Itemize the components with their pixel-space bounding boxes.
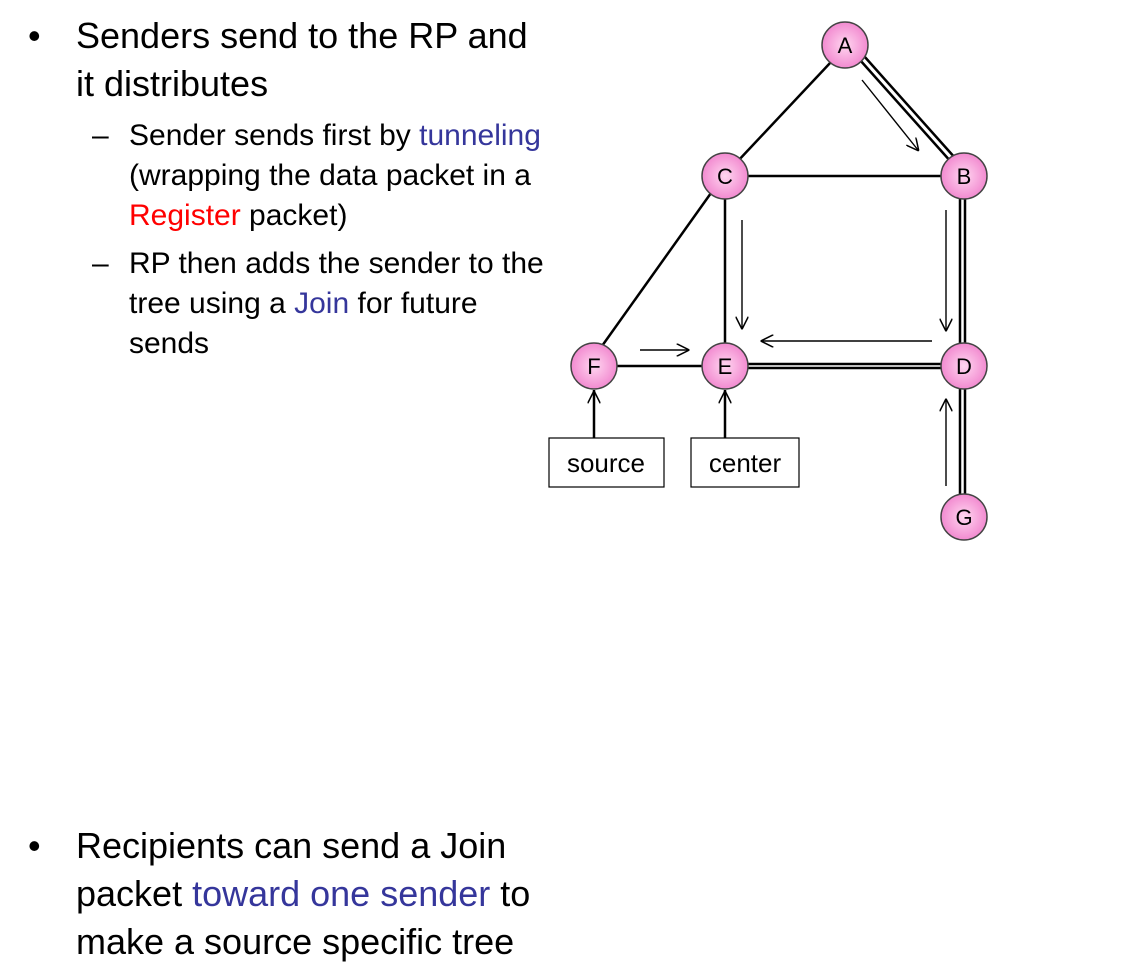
node-d-label: D: [956, 354, 972, 379]
text-run: for future sends: [129, 287, 478, 360]
node-c-label: C: [717, 164, 733, 189]
node-c: C: [701, 152, 749, 200]
highlight-join: Join: [294, 287, 350, 320]
highlight-tunneling: tunneling: [419, 119, 541, 152]
source-box: [548, 437, 665, 488]
node-a-label: A: [838, 33, 853, 58]
bullet-2-text: Recipients can send a Join packet toward…: [76, 822, 546, 966]
sub-bullet-2: – RP then adds the sender to the tree us…: [0, 244, 560, 364]
edge-a-b-2: [863, 55, 957, 160]
center-label: center: [709, 448, 782, 478]
sub-bullet-2-text: RP then adds the sender to the tree usin…: [129, 244, 549, 364]
text-run: (wrapping the data packet in a: [129, 159, 531, 192]
node-f-label: F: [587, 354, 600, 379]
sub-bullet-1: – Sender sends first by tunneling (wrapp…: [0, 116, 560, 236]
arrow-a-to-b: [861, 79, 918, 150]
source-label: source: [567, 448, 645, 478]
bullet-2: • Recipients can send a Join packet towa…: [0, 822, 560, 966]
label-boxes: source center: [548, 437, 800, 488]
bullet-1: • Senders send to the RP and it distribu…: [0, 12, 560, 364]
edge-a-c: [736, 61, 832, 163]
node-g: G: [940, 493, 988, 541]
node-b: B: [940, 152, 988, 200]
node-e: E: [701, 342, 749, 390]
nodes: A C B F E D G: [570, 21, 988, 541]
text-run: Sender sends first by: [129, 119, 420, 152]
node-a: A: [821, 21, 869, 69]
network-diagram: source center A C B F E D: [548, 21, 988, 541]
node-b-label: B: [957, 164, 972, 189]
flow-arrows: [594, 79, 946, 486]
bullet-dot: •: [28, 825, 41, 866]
node-e-label: E: [718, 354, 733, 379]
node-f: F: [570, 342, 618, 390]
text-run: RP then adds the sender to the tree usin…: [129, 247, 544, 320]
text-run: packet): [240, 199, 348, 232]
edge-c-f: [600, 192, 713, 347]
node-g-label: G: [955, 505, 972, 530]
edge-a-b-1: [859, 59, 953, 164]
bullet-dot: •: [28, 15, 41, 56]
sub-bullet-dash: –: [92, 247, 109, 280]
sub-bullet-dash: –: [92, 119, 109, 152]
sub-bullet-1-text: Sender sends first by tunneling (wrappin…: [129, 116, 549, 236]
bullet-1-text: Senders send to the RP and it distribute…: [76, 15, 528, 104]
edges: [592, 55, 967, 494]
highlight-register: Register: [129, 199, 241, 232]
highlight-toward-one-sender: toward one sender: [192, 873, 491, 914]
center-box: [690, 437, 800, 488]
node-d: D: [940, 342, 988, 390]
